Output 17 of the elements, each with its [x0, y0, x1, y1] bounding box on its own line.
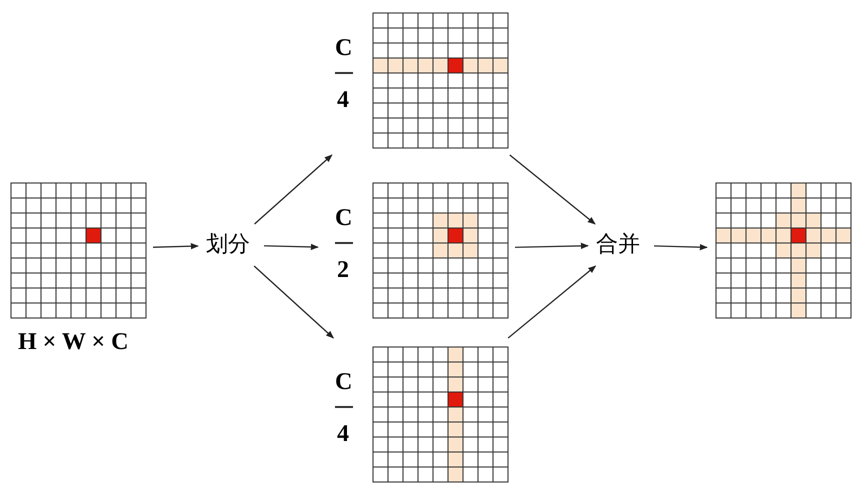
- arrow: [654, 244, 708, 250]
- fraction-denominator: 4: [337, 420, 349, 448]
- process-label: 划分: [206, 232, 250, 258]
- fraction-denominator: 2: [337, 256, 349, 284]
- arrow: [514, 242, 589, 250]
- arrow: [254, 266, 334, 339]
- arrow: [254, 154, 332, 224]
- process-label: 合并: [596, 232, 640, 258]
- fraction-denominator: 4: [337, 86, 349, 114]
- fraction-numerator: C: [335, 34, 352, 62]
- arrow: [152, 242, 199, 250]
- arrow: [508, 266, 596, 338]
- dimension-label: H × W × C: [18, 328, 128, 356]
- fraction-numerator: C: [335, 368, 352, 396]
- fraction-numerator: C: [335, 204, 352, 232]
- arrow: [264, 244, 319, 250]
- arrow: [509, 154, 596, 224]
